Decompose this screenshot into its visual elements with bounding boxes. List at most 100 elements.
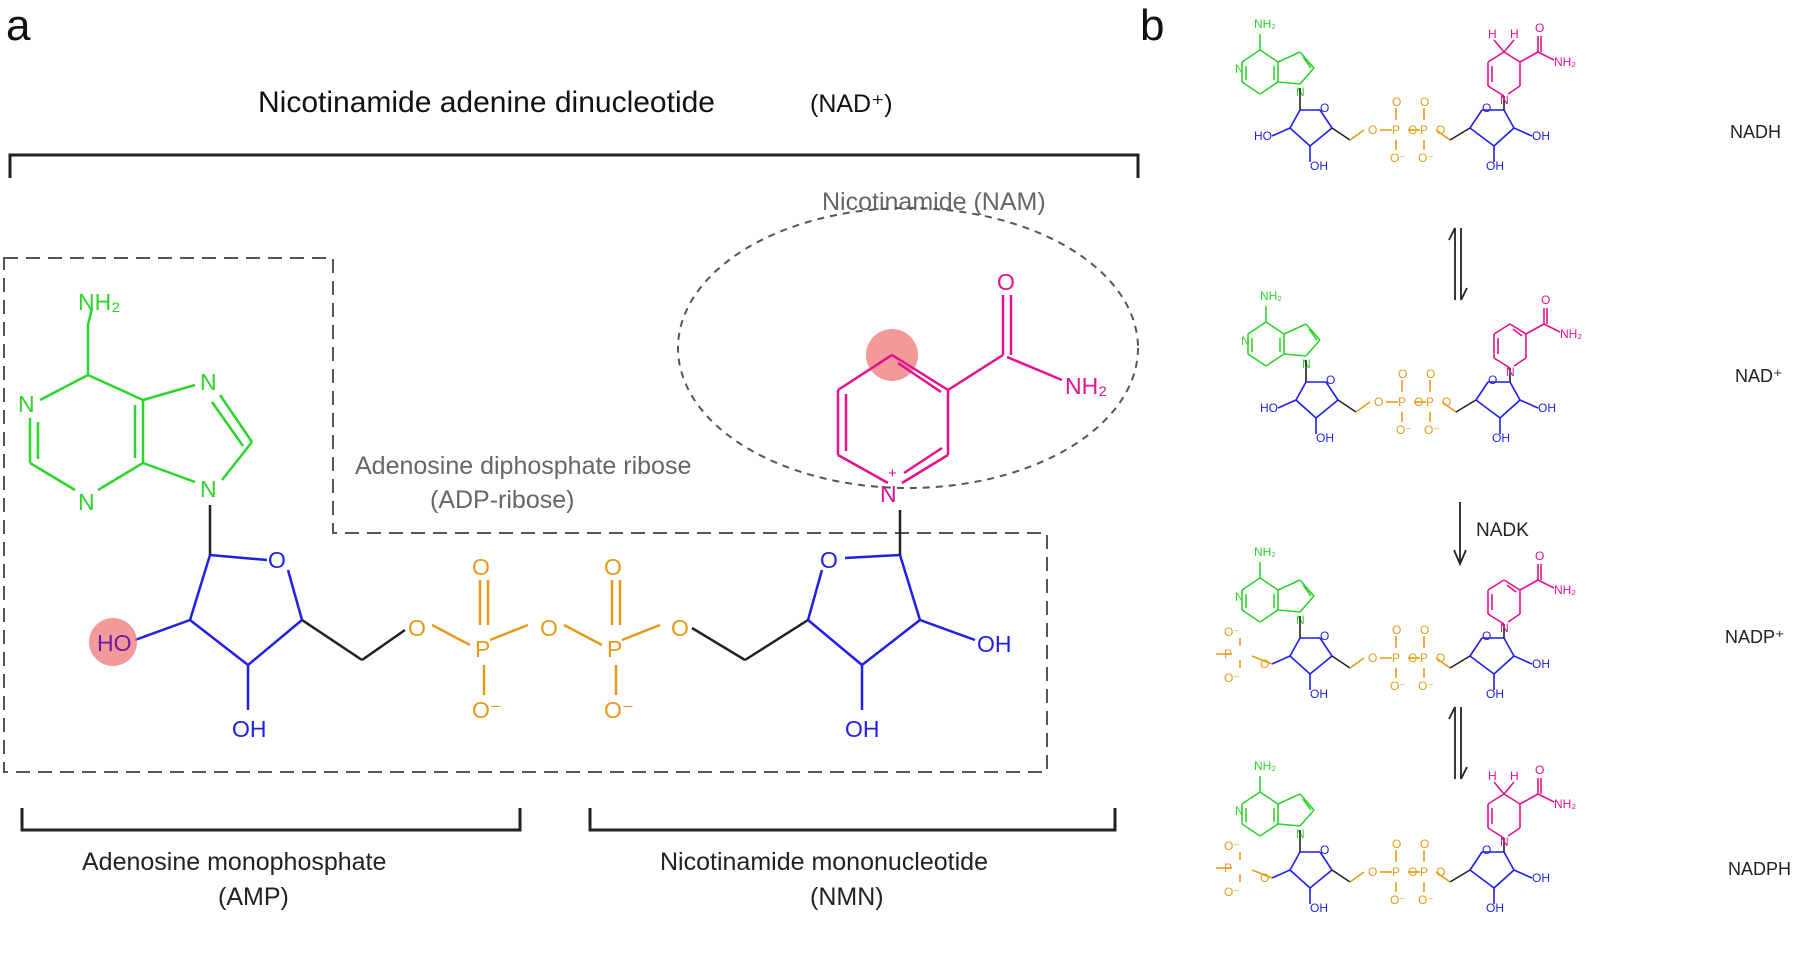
- mini-amide-o: O: [1535, 21, 1544, 35]
- mini-nic-n: N: [1500, 621, 1509, 635]
- phosphate-bridge-o: O: [540, 615, 558, 641]
- mini-p2-o: O: [1420, 837, 1429, 851]
- mini-h1: H: [1488, 27, 1497, 41]
- nam-label: Nicotinamide (NAM): [822, 188, 1046, 216]
- adenine-nh2: NH₂: [78, 289, 120, 315]
- mini-adenine-nh2: NH₂: [1260, 289, 1282, 303]
- mini-p2: P: [1426, 395, 1434, 409]
- nad-title-suffix: (NAD⁺): [810, 90, 893, 118]
- mini-p2-ominus: O⁻: [1418, 893, 1434, 907]
- ribose1-oh: OH: [232, 716, 267, 742]
- nadk-label: NADK: [1476, 520, 1529, 541]
- mini-o2: O: [1408, 123, 1417, 137]
- mini-ribose2-oh: OH: [1538, 401, 1556, 415]
- mini-p2: P: [1420, 123, 1428, 137]
- mini-adenine-nh2: NH₂: [1254, 545, 1276, 559]
- mini-p1: P: [1392, 865, 1400, 879]
- mini-o1: O: [1368, 123, 1377, 137]
- adpr-label-line2: (ADP-ribose): [430, 486, 574, 514]
- mini-adenine-n: N: [1235, 804, 1244, 818]
- mini-o3: O: [1436, 123, 1445, 137]
- mini-2p-o1: O⁻: [1224, 839, 1240, 853]
- mini-ribose2-oh: OH: [1532, 129, 1550, 143]
- mini-o2: O: [1408, 865, 1417, 879]
- molecule-name-0: NADH: [1730, 122, 1781, 142]
- mini-ribose1-ho: HO: [1254, 129, 1272, 143]
- mini-p2-ominus: O⁻: [1424, 423, 1440, 437]
- phosphate2-o-double: O: [604, 554, 622, 580]
- mini-ribose2-o: O: [1488, 373, 1497, 387]
- mini-amide-nh2: NH₂: [1554, 797, 1576, 811]
- nmn-label-line1: Nicotinamide mononucleotide: [660, 848, 988, 876]
- mini-p1-ominus: O⁻: [1396, 423, 1412, 437]
- adenine-n7: N: [200, 369, 217, 395]
- nicotinamide-structure: [836, 295, 1063, 485]
- mini-p1-ominus: O⁻: [1390, 679, 1406, 693]
- panel-a: a Nicotinamide adenine dinucleotide (NAD…: [3, 1, 1140, 911]
- phosphate1-p: P: [475, 636, 490, 662]
- adenine-n9: N: [200, 476, 217, 502]
- nad-title: Nicotinamide adenine dinucleotide: [258, 86, 715, 119]
- adenine-n3: N: [78, 489, 95, 515]
- amp-label-line2: (AMP): [218, 883, 289, 911]
- mini-ribose2-oh2: OH: [1492, 431, 1510, 445]
- panel-a-label: a: [6, 1, 31, 50]
- mini-p1: P: [1392, 123, 1400, 137]
- amp-bracket: [20, 808, 522, 832]
- ribose2-ring-o: O: [820, 547, 838, 573]
- mini-nic-n: N: [1500, 835, 1509, 849]
- mini-o1: O: [1368, 865, 1377, 879]
- mini-amide-o: O: [1541, 293, 1550, 307]
- mini-p2-o: O: [1426, 367, 1435, 381]
- mini-2p-o1: O⁻: [1224, 625, 1240, 639]
- mini-adenine-n: N: [1235, 590, 1244, 604]
- equilibrium-arrow-1: [1448, 227, 1468, 301]
- mini-ribose1-ho: HO: [1260, 401, 1278, 415]
- ribose2-ch2-bond: [691, 618, 809, 662]
- mini-o3: O: [1442, 395, 1451, 409]
- phosphate1-o-minus: O⁻: [472, 697, 502, 723]
- mini-amide-nh2: NH₂: [1554, 55, 1576, 69]
- adenine-structure: [28, 307, 254, 492]
- mini-h2: H: [1510, 769, 1519, 783]
- mini-p1-o: O: [1392, 837, 1401, 851]
- mini-p1: P: [1398, 395, 1406, 409]
- mini-o3: O: [1436, 865, 1445, 879]
- mini-ribose1-oh: OH: [1310, 159, 1328, 173]
- ribose1-ch2-bond: [301, 618, 406, 662]
- mini-ribose1-oh: OH: [1316, 431, 1334, 445]
- ribose1-structure: [134, 553, 304, 710]
- mini-o2: O: [1414, 395, 1423, 409]
- molecule-name-3: NADPH: [1728, 859, 1791, 879]
- mini-p2-ominus: O⁻: [1418, 151, 1434, 165]
- adenine-n1: N: [18, 391, 35, 417]
- mini-o1: O: [1374, 395, 1383, 409]
- mini-amide-nh2: NH₂: [1554, 583, 1576, 597]
- mini-h2: H: [1510, 27, 1519, 41]
- diphosphate-structure: [431, 580, 661, 695]
- ribose2-oh-right: OH: [977, 631, 1012, 657]
- molecule-name-1: NAD⁺: [1735, 366, 1783, 386]
- mini-ribose1-o: O: [1320, 629, 1329, 643]
- ribose1-ho: HO: [97, 630, 132, 656]
- equilibrium-arrow-2: [1448, 706, 1468, 780]
- nmn-bracket: [588, 808, 1117, 832]
- amide-o: O: [997, 269, 1015, 295]
- mini-adenine-nh2: NH₂: [1254, 17, 1276, 31]
- mini-ribose2-oh: OH: [1532, 871, 1550, 885]
- mini-ribose2-oh: OH: [1532, 657, 1550, 671]
- adpr-label-line1: Adenosine diphosphate ribose: [355, 452, 691, 480]
- mini-p2-o: O: [1420, 95, 1429, 109]
- mini-h1: H: [1488, 769, 1497, 783]
- ribose1-ring-o: O: [268, 547, 286, 573]
- mini-p2: P: [1420, 865, 1428, 879]
- mini-p2-o: O: [1420, 623, 1429, 637]
- mini-2p-o: O: [1260, 657, 1269, 671]
- mini-amide-o: O: [1535, 549, 1544, 563]
- nicotinamide-plus: +: [888, 465, 897, 482]
- ribose2-oh-bottom: OH: [845, 716, 880, 742]
- mini-ribose2-o: O: [1482, 101, 1491, 115]
